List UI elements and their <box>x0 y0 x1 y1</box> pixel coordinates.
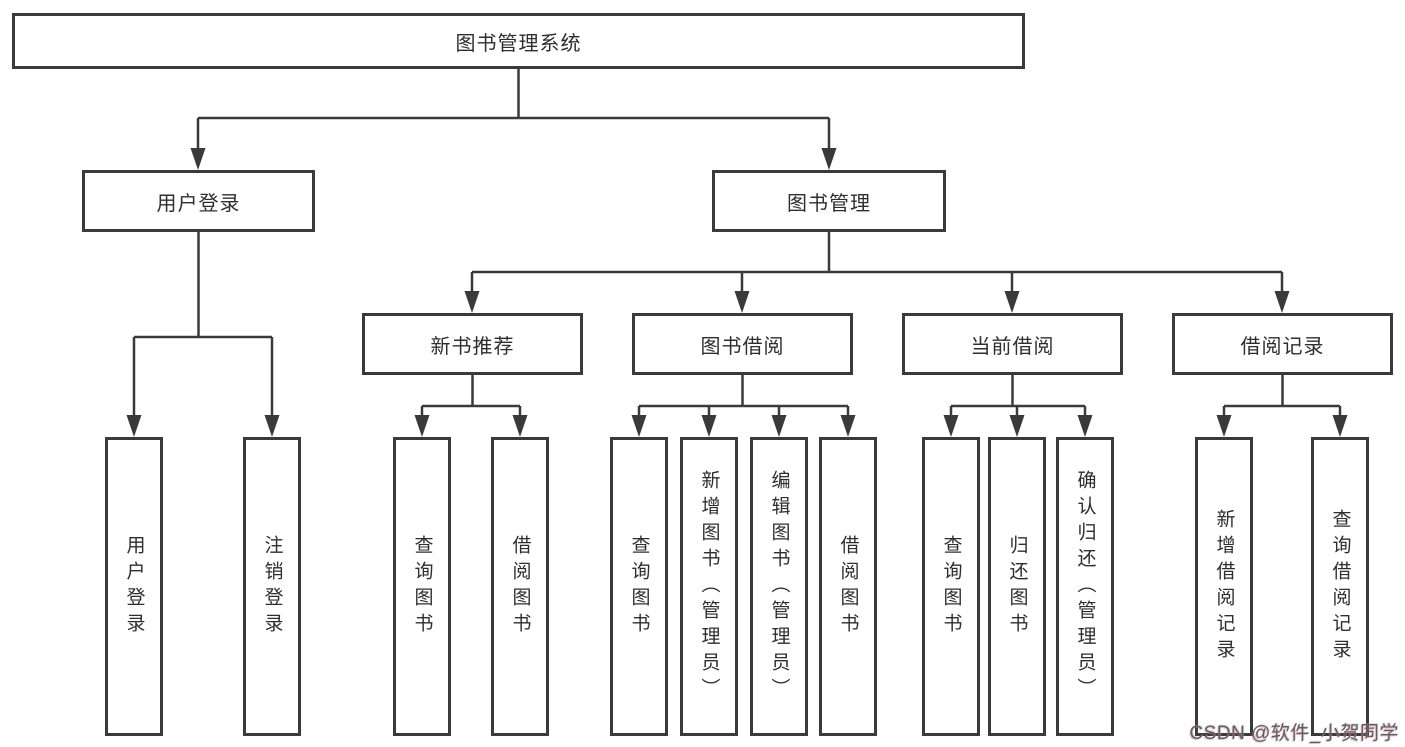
leaf-label: 查询借阅记录 <box>1329 508 1351 665</box>
node-label: 用户登录 <box>156 192 241 215</box>
leaf-borrow-borrow-books: 借阅图书 <box>819 437 877 736</box>
leaf-logout: 注销登录 <box>243 437 301 736</box>
connector-borrow-record-children <box>1222 375 1342 417</box>
node-new-book-recommend: 新书推荐 <box>362 313 583 375</box>
leaf-label: 查询图书 <box>940 534 962 639</box>
connector-new-book-children <box>420 375 522 417</box>
node-label: 图书管理系统 <box>455 32 582 55</box>
arrowhead <box>1332 415 1348 437</box>
leaf-label: 归还图书 <box>1006 534 1028 639</box>
leaf-user-login: 用户登录 <box>105 437 163 736</box>
connector-book-management-children <box>470 232 1284 293</box>
leaf-label: 查询图书 <box>628 534 650 639</box>
node-label: 当前借阅 <box>970 335 1055 358</box>
connector-current-borrow-children <box>949 375 1087 417</box>
arrowhead <box>1216 415 1232 437</box>
leaf-newbook-borrow-books: 借阅图书 <box>491 437 549 736</box>
arrowhead <box>631 415 647 437</box>
leaf-record-query-borrow-record: 查询借阅记录 <box>1311 437 1369 736</box>
leaf-current-return-books: 归还图书 <box>988 437 1046 736</box>
arrowhead <box>414 415 430 437</box>
arrowhead <box>821 148 837 170</box>
leaf-borrow-edit-books-admin: 编辑图书（管理员） <box>750 437 808 736</box>
connector-root-to-level2 <box>196 69 831 150</box>
arrowhead <box>190 148 206 170</box>
node-label: 图书借阅 <box>700 335 785 358</box>
node-label: 新书推荐 <box>430 335 515 358</box>
arrowheads <box>126 148 1348 437</box>
leaf-newbook-query-books: 查询图书 <box>393 437 451 736</box>
arrowhead <box>701 415 717 437</box>
leaf-current-confirm-return-admin: 确认归还（管理员） <box>1056 437 1114 736</box>
leaf-label: 借阅图书 <box>837 534 859 639</box>
leaf-label: 查询图书 <box>411 534 433 639</box>
arrowhead <box>943 415 959 437</box>
arrowhead <box>1077 415 1093 437</box>
node-book-borrow: 图书借阅 <box>632 313 853 375</box>
node-user-login: 用户登录 <box>82 170 315 232</box>
arrowhead <box>512 415 528 437</box>
leaf-label: 注销登录 <box>261 534 283 639</box>
arrowhead <box>1274 291 1290 313</box>
arrowhead <box>1009 415 1025 437</box>
leaf-borrow-query-books: 查询图书 <box>610 437 668 736</box>
arrowhead <box>464 291 480 313</box>
node-book-management: 图书管理 <box>712 170 946 232</box>
leaf-label: 新增图书（管理员） <box>698 469 720 704</box>
node-label: 借阅记录 <box>1240 335 1325 358</box>
leaf-label: 编辑图书（管理员） <box>768 469 790 704</box>
node-label: 图书管理 <box>787 192 871 215</box>
arrowhead <box>126 415 142 437</box>
connector-book-borrow-children <box>637 375 850 417</box>
node-library-management-system: 图书管理系统 <box>12 13 1025 69</box>
arrowhead <box>840 415 856 437</box>
connector-user-login-children <box>132 232 274 417</box>
node-current-borrow: 当前借阅 <box>902 313 1123 375</box>
leaf-current-query-books: 查询图书 <box>922 437 980 736</box>
arrowhead <box>264 415 280 437</box>
leaf-label: 新增借阅记录 <box>1213 508 1235 665</box>
arrowhead <box>734 291 750 313</box>
node-borrow-record: 借阅记录 <box>1172 313 1393 375</box>
arrowhead <box>1004 291 1020 313</box>
leaf-label: 用户登录 <box>123 534 145 639</box>
arrowhead <box>771 415 787 437</box>
leaf-record-add-borrow-record: 新增借阅记录 <box>1195 437 1253 736</box>
leaf-borrow-add-books-admin: 新增图书（管理员） <box>680 437 738 736</box>
watermark: CSDN @软件_小贺同学 <box>1189 723 1399 744</box>
leaf-label: 确认归还（管理员） <box>1074 469 1096 704</box>
leaf-label: 借阅图书 <box>509 534 531 639</box>
